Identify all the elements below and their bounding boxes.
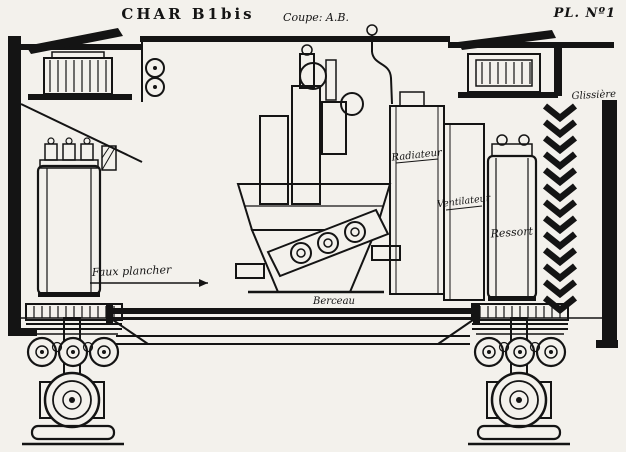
section-cut-label: Coupe: A.B. [283, 11, 349, 24]
left-spring-cylinder [36, 137, 117, 297]
carburetor-bowl-icon [299, 62, 327, 90]
ressort-label: Ressort [489, 225, 534, 241]
plate-number: PL. Nº1 [553, 6, 616, 21]
ressort-cylinder: Ressort [486, 134, 538, 301]
glissiere-label: Glissière [571, 89, 616, 102]
berceau-label: Berceau [312, 296, 355, 307]
pump-body-icon [340, 92, 364, 116]
engine-assembly: Berceau [235, 24, 401, 307]
crankcase-plate [266, 208, 390, 278]
ventilator: Ventilateur [437, 123, 492, 301]
glissiere-chevron-track: Glissière [542, 89, 616, 315]
hull-rear-connector [554, 48, 562, 96]
arrowhead-icon [199, 279, 208, 287]
track-shoe [476, 424, 562, 441]
hull-top-deck-center [140, 36, 450, 42]
roller-icon [145, 77, 165, 97]
bolt-icon [290, 242, 312, 264]
hull-right-flange [596, 340, 618, 348]
false-floor: Faux plancher [90, 263, 480, 345]
left-suspension-bogie [22, 303, 124, 446]
right-suspension-bogie [468, 303, 570, 446]
section-cut-marker [366, 24, 378, 36]
hull-left-flange [8, 328, 37, 336]
bolt-icon [317, 232, 339, 254]
page-title: CHAR B1bis [121, 5, 254, 23]
hull-top-deck-left [21, 44, 142, 50]
forward-bulkhead [20, 42, 165, 163]
faux-plancher-label: Faux plancher [91, 263, 173, 279]
track-shoe [30, 424, 116, 441]
hull-right-wall [602, 100, 617, 348]
hull-left-wall [8, 36, 21, 336]
radiator: Radiateur [389, 91, 445, 295]
hull-outline [8, 36, 618, 348]
left-roof-hatch [26, 28, 132, 100]
bolt-icon [344, 221, 366, 243]
right-roof-hatch [458, 30, 558, 98]
hull-top-deck-right [448, 42, 614, 48]
header: CHAR B1bis Coupe: A.B. PL. Nº1 [121, 5, 616, 24]
